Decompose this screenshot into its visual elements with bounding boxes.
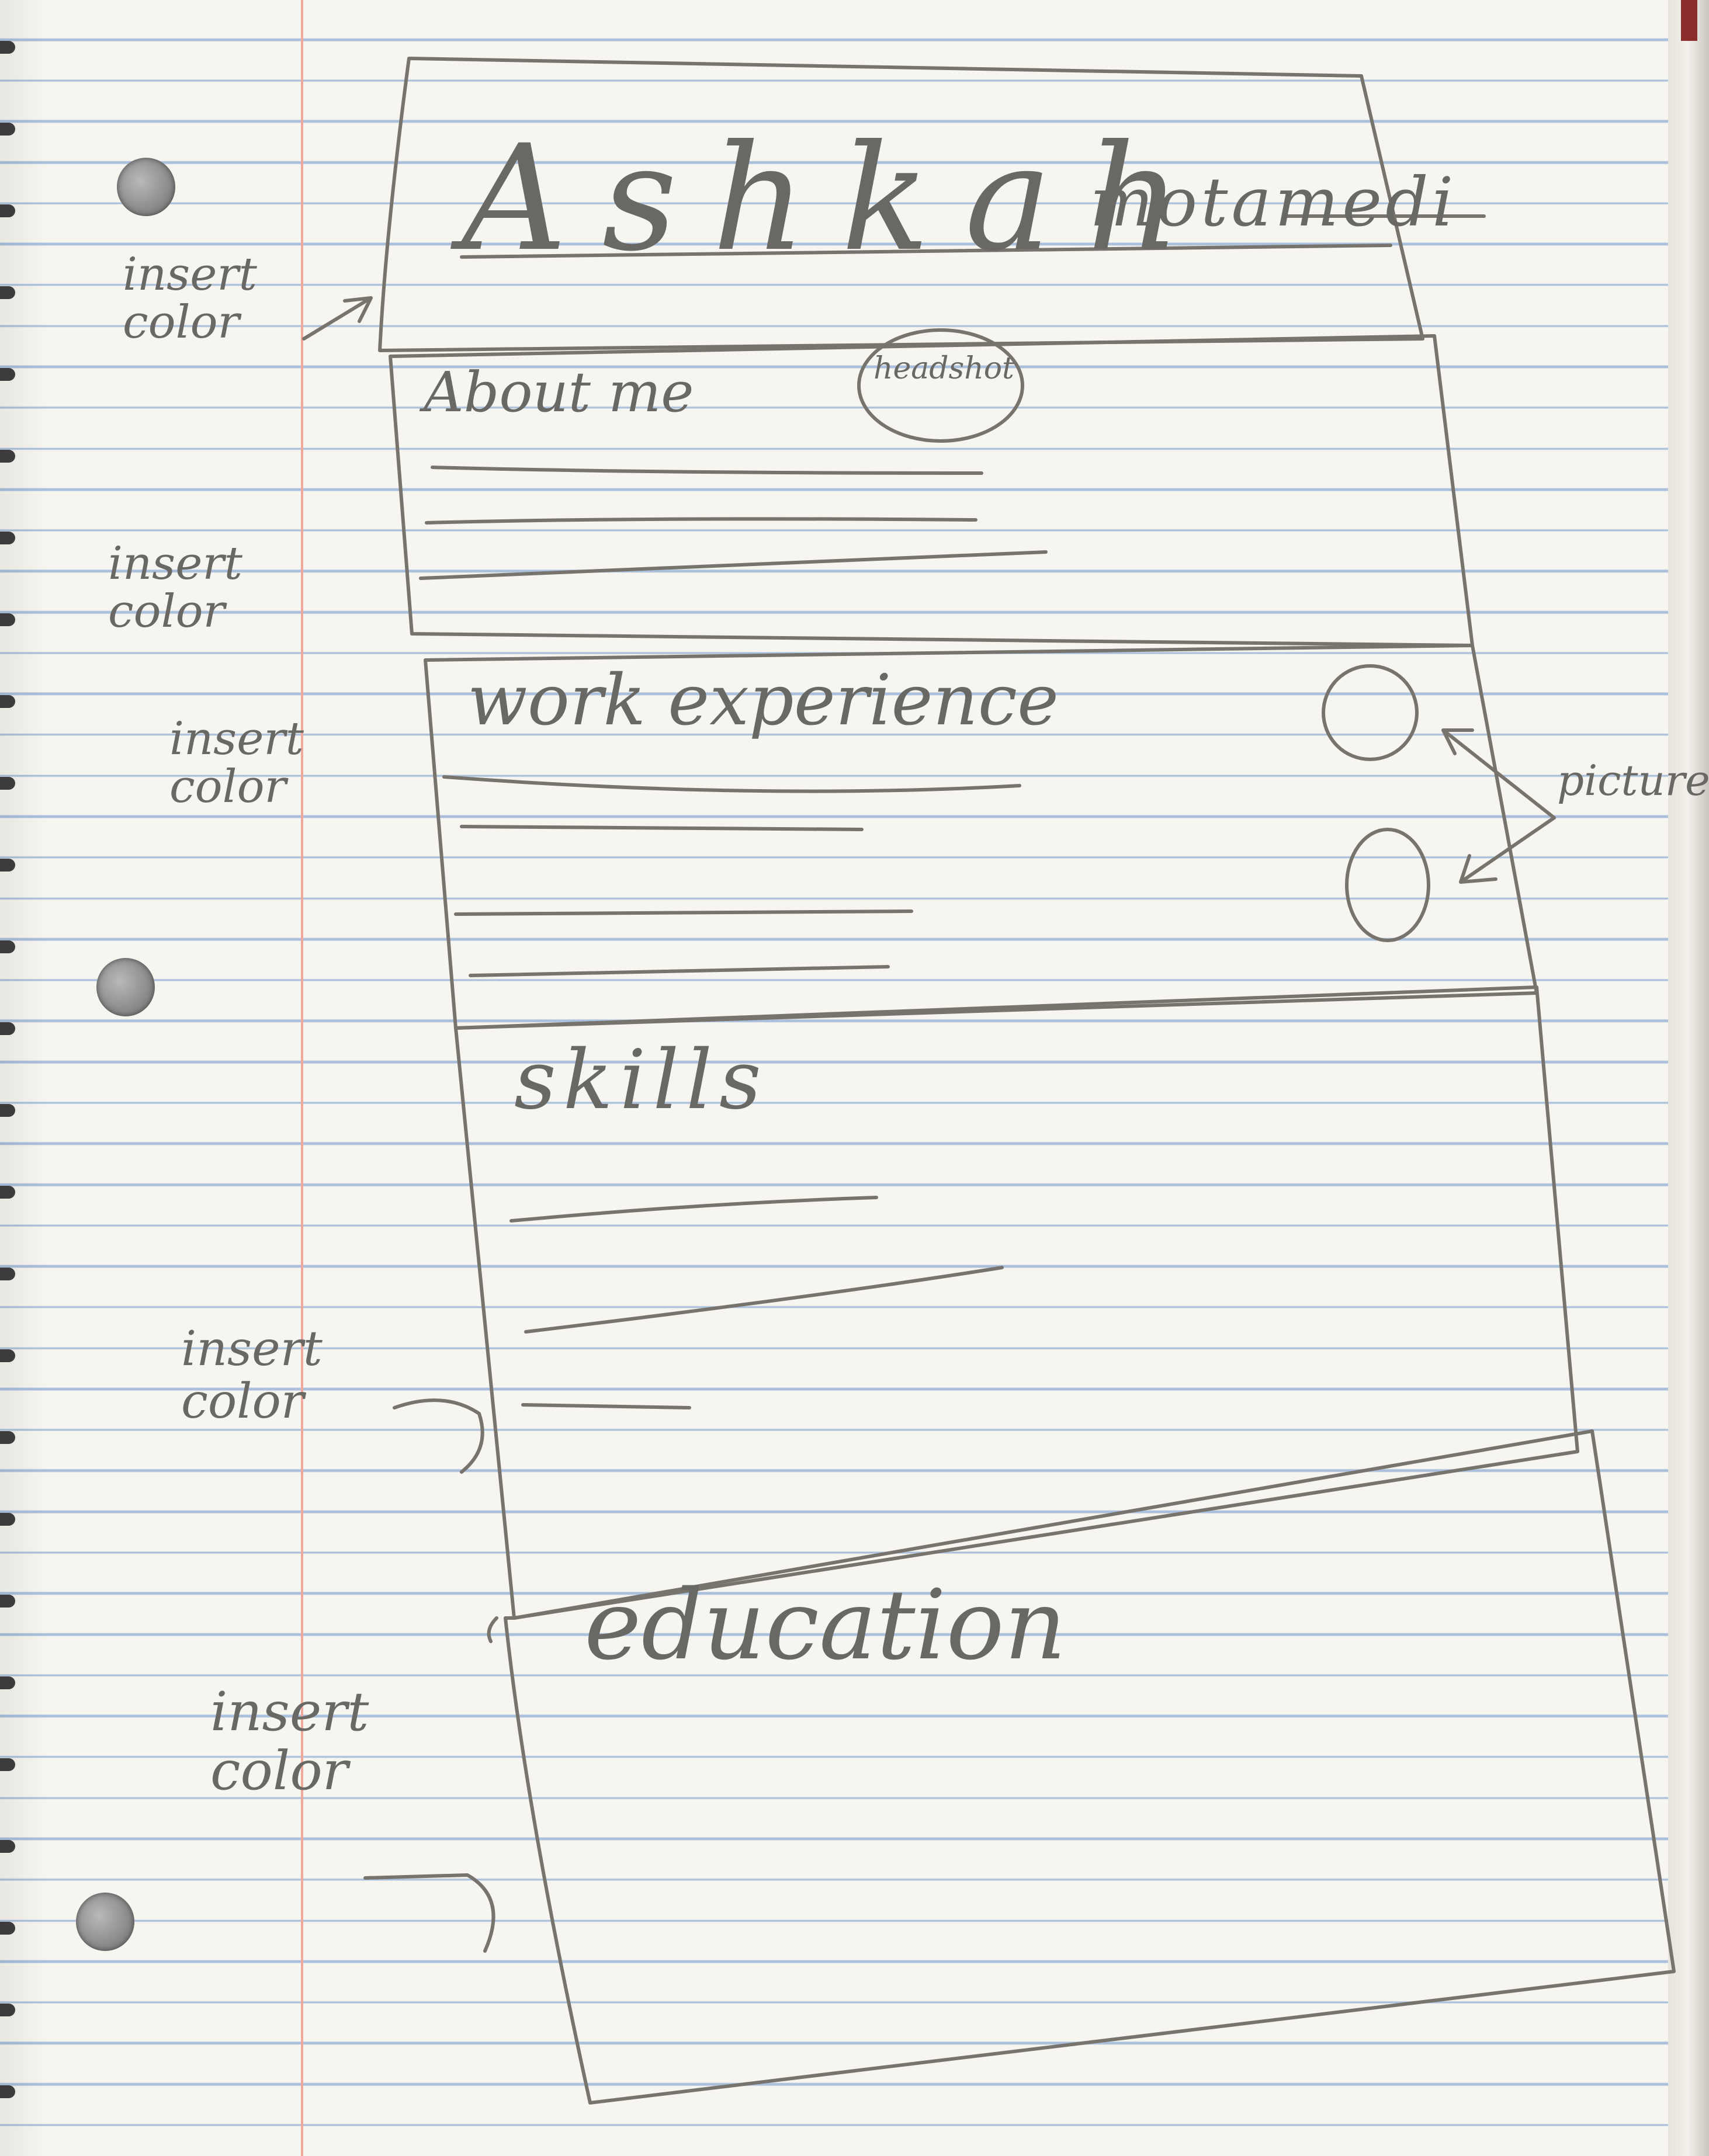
spiral-ring (0, 613, 15, 626)
binder-hole (117, 158, 175, 216)
insert-color-arrow (302, 296, 373, 341)
skills-section-box (454, 985, 1579, 1620)
spiral-ring (0, 1758, 15, 1771)
picture-circle (1345, 828, 1430, 942)
skills-text-line (521, 1403, 691, 1409)
spiral-ring (0, 2004, 15, 2016)
insert-color-arrow (363, 1616, 498, 1953)
about-text-line (419, 550, 1048, 580)
header-box (378, 57, 1424, 352)
picture-arrow (1441, 728, 1556, 820)
spiral-ring (0, 204, 15, 217)
binder-hole (76, 1893, 134, 1951)
spiral-ring (0, 1431, 15, 1444)
notebook-cover-corner (1681, 0, 1697, 41)
education-section-box (504, 1429, 1676, 2105)
name-last: motamedi (1090, 164, 1457, 242)
spiral-ring (0, 1349, 15, 1362)
about-text-line (431, 466, 983, 475)
insert-color-arrow (393, 1398, 484, 1474)
picture-circle (1322, 664, 1419, 761)
work-text-line (454, 909, 913, 916)
skills-text-line (509, 1196, 878, 1223)
spiral-ring (0, 532, 15, 544)
work-title: work experience (467, 660, 1059, 741)
about-text-line (425, 517, 977, 525)
spiral-ring (0, 368, 15, 381)
work-text-line (442, 775, 1021, 793)
spiral-ring (0, 2085, 15, 2098)
spiral-ring (0, 695, 15, 708)
spiral-ring (0, 1513, 15, 1526)
spiral-ring (0, 123, 15, 136)
headshot-circle (857, 328, 1024, 443)
spiral-ring (0, 940, 15, 953)
name-underline (460, 244, 1392, 259)
skills-title: skills (514, 1033, 768, 1128)
name-first: Ashkah (462, 113, 1216, 283)
spiral-ring (0, 1104, 15, 1117)
notebook-edge (1668, 0, 1709, 2156)
spiral-ring (0, 1268, 15, 1280)
about-title: About me (424, 360, 694, 425)
insert-color-note: insert color (181, 1321, 323, 1430)
education-title: education (584, 1569, 1066, 1681)
work-text-line (469, 965, 890, 977)
insert-color-note: insert color (169, 713, 304, 813)
spiral-ring (0, 1676, 15, 1689)
spiral-ring (0, 1840, 15, 1853)
insert-color-note: insert color (108, 537, 243, 638)
picture-label: picture (1557, 756, 1709, 805)
spiral-ring (0, 450, 15, 463)
spiral-ring (0, 286, 15, 299)
insert-color-note: insert color (123, 248, 258, 349)
spiral-ring (0, 1186, 15, 1199)
binder-hole (96, 958, 155, 1016)
spiral-ring (0, 1022, 15, 1035)
skills-text-line (524, 1266, 1004, 1334)
insert-color-note: insert color (210, 1681, 369, 1803)
spiral-ring (0, 1922, 15, 1935)
headshot-label: headshot (873, 351, 1014, 386)
spiral-ring (0, 777, 15, 790)
spiral-ring (0, 859, 15, 872)
work-text-line (460, 825, 864, 831)
margin-line (301, 0, 303, 2156)
spiral-ring (0, 1595, 15, 1608)
picture-arrow (1459, 816, 1556, 884)
spiral-ring (0, 41, 15, 54)
